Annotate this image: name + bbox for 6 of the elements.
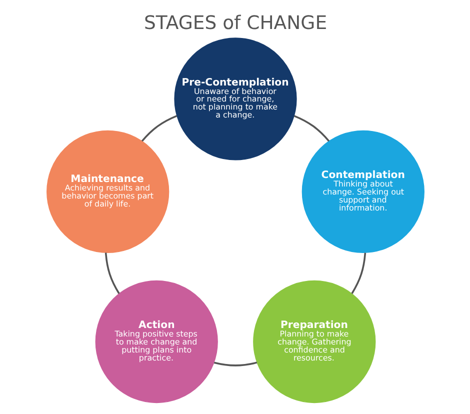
connector [350, 252, 366, 294]
diagram-title: STAGES of CHANGE [143, 13, 327, 34]
connector [293, 115, 330, 142]
connector [213, 362, 257, 366]
connector [140, 115, 177, 142]
connector [104, 252, 120, 294]
